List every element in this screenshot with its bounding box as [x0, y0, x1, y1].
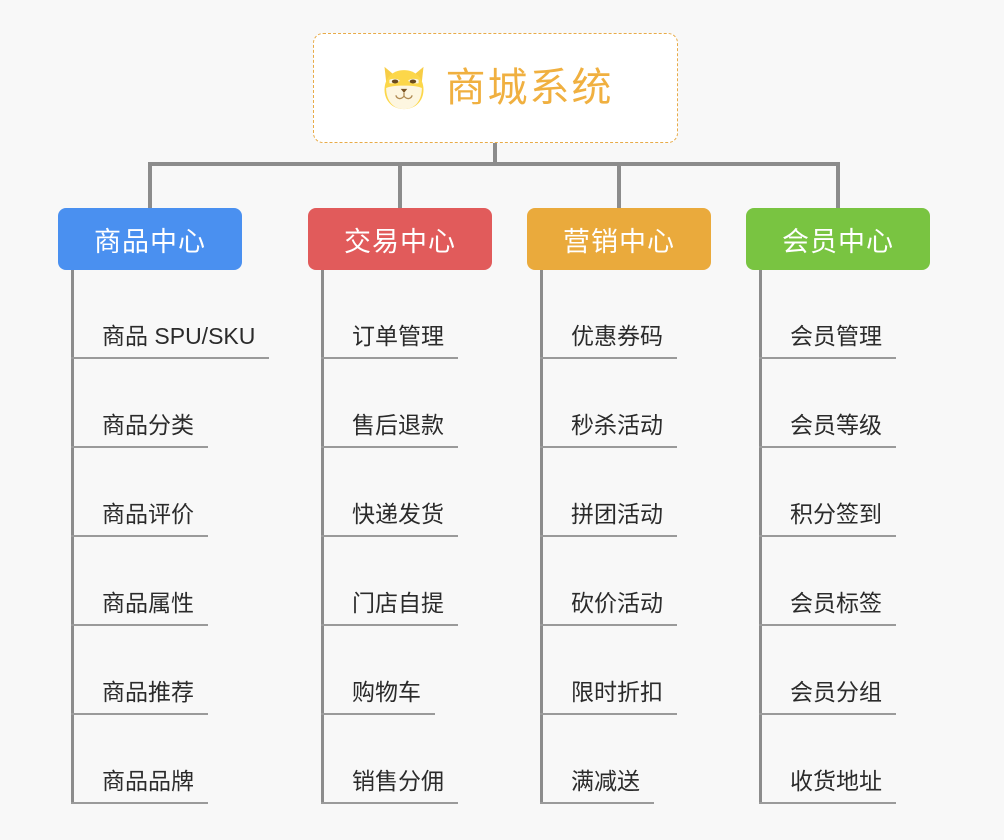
branch-column-4: 会员中心 会员管理 会员等级 积分签到 会员标签 会员分组 收货地址 [746, 208, 930, 804]
leaf-label: 限时折扣 [540, 681, 677, 715]
leaf-label: 快递发货 [321, 503, 458, 537]
branch-header-label: 会员中心 [782, 226, 894, 257]
leaf-label: 满减送 [540, 770, 654, 804]
leaf-label: 门店自提 [321, 592, 458, 626]
list-item[interactable]: 秒杀活动 [540, 359, 711, 448]
list-item[interactable]: 商品 SPU/SKU [71, 270, 270, 359]
leaf-label: 会员管理 [759, 325, 896, 359]
list-item[interactable]: 快递发货 [321, 448, 492, 537]
leaf-label: 售后退款 [321, 414, 458, 448]
branch-leaf-list-3: 优惠券码 秒杀活动 拼团活动 砍价活动 限时折扣 满减送 [540, 270, 711, 804]
leaf-label: 商品分类 [71, 414, 208, 448]
leaf-label: 商品推荐 [71, 681, 208, 715]
leaf-label: 商品属性 [71, 592, 208, 626]
branch-leaf-list-2: 订单管理 售后退款 快递发货 门店自提 购物车 销售分佣 [321, 270, 492, 804]
branch-header-3[interactable]: 营销中心 [527, 208, 711, 270]
list-item[interactable]: 商品评价 [71, 448, 269, 537]
leaf-label: 会员标签 [759, 592, 896, 626]
leaf-label: 会员等级 [759, 414, 896, 448]
list-item[interactable]: 会员管理 [759, 270, 930, 359]
list-item[interactable]: 拼团活动 [540, 448, 711, 537]
list-item[interactable]: 积分签到 [759, 448, 930, 537]
leaf-label: 商品 SPU/SKU [71, 325, 270, 359]
list-item[interactable]: 商品属性 [71, 537, 269, 626]
list-item[interactable]: 商品分类 [71, 359, 269, 448]
leaf-label: 砍价活动 [540, 592, 677, 626]
connector-branch-3 [617, 162, 621, 209]
list-item[interactable]: 砍价活动 [540, 537, 711, 626]
branch-leaf-list-4: 会员管理 会员等级 积分签到 会员标签 会员分组 收货地址 [759, 270, 930, 804]
branch-leaf-list-1: 商品 SPU/SKU 商品分类 商品评价 商品属性 商品推荐 商品品牌 [71, 270, 270, 804]
root-title: 商城系统 [445, 66, 614, 110]
leaf-label: 订单管理 [321, 325, 458, 359]
leaf-label: 商品评价 [71, 503, 208, 537]
shiba-dog-icon [384, 66, 423, 110]
list-item[interactable]: 收货地址 [759, 715, 930, 804]
connector-branch-1 [148, 162, 152, 209]
branch-header-2[interactable]: 交易中心 [308, 208, 492, 270]
list-item[interactable]: 优惠券码 [540, 270, 711, 359]
list-item[interactable]: 会员等级 [759, 359, 930, 448]
branch-header-label: 交易中心 [344, 226, 456, 257]
branch-header-label: 营销中心 [563, 226, 675, 257]
branch-column-3: 营销中心 优惠券码 秒杀活动 拼团活动 砍价活动 限时折扣 满减送 [527, 208, 711, 804]
list-item[interactable]: 售后退款 [321, 359, 492, 448]
list-item[interactable]: 限时折扣 [540, 626, 711, 715]
list-item[interactable]: 商品推荐 [71, 626, 269, 715]
leaf-label: 会员分组 [759, 681, 896, 715]
list-item[interactable]: 订单管理 [321, 270, 492, 359]
list-item[interactable]: 满减送 [540, 715, 711, 804]
list-item[interactable]: 商品品牌 [71, 715, 269, 804]
list-item[interactable]: 销售分佣 [321, 715, 492, 804]
list-item[interactable]: 购物车 [321, 626, 492, 715]
leaf-label: 销售分佣 [321, 770, 458, 804]
leaf-label: 拼团活动 [540, 503, 677, 537]
list-item[interactable]: 会员分组 [759, 626, 930, 715]
leaf-label: 积分签到 [759, 503, 896, 537]
branch-column-2: 交易中心 订单管理 售后退款 快递发货 门店自提 购物车 销售分佣 [308, 208, 492, 804]
leaf-label: 秒杀活动 [540, 414, 677, 448]
connector-branch-2 [398, 162, 402, 209]
branch-column-1: 商品中心 商品 SPU/SKU 商品分类 商品评价 商品属性 商品推荐 商品品牌 [58, 208, 270, 804]
root-node[interactable]: 商城系统 [313, 33, 678, 143]
connector-root-stem [493, 143, 497, 164]
leaf-label: 优惠券码 [540, 325, 677, 359]
branch-header-1[interactable]: 商品中心 [58, 208, 242, 270]
leaf-label: 收货地址 [759, 770, 896, 804]
leaf-label: 购物车 [321, 681, 435, 715]
branch-header-4[interactable]: 会员中心 [746, 208, 930, 270]
leaf-label: 商品品牌 [71, 770, 208, 804]
connector-branch-4 [836, 162, 840, 209]
connector-horizontal-bus [148, 162, 838, 166]
branch-header-label: 商品中心 [94, 226, 206, 257]
list-item[interactable]: 门店自提 [321, 537, 492, 626]
list-item[interactable]: 会员标签 [759, 537, 930, 626]
